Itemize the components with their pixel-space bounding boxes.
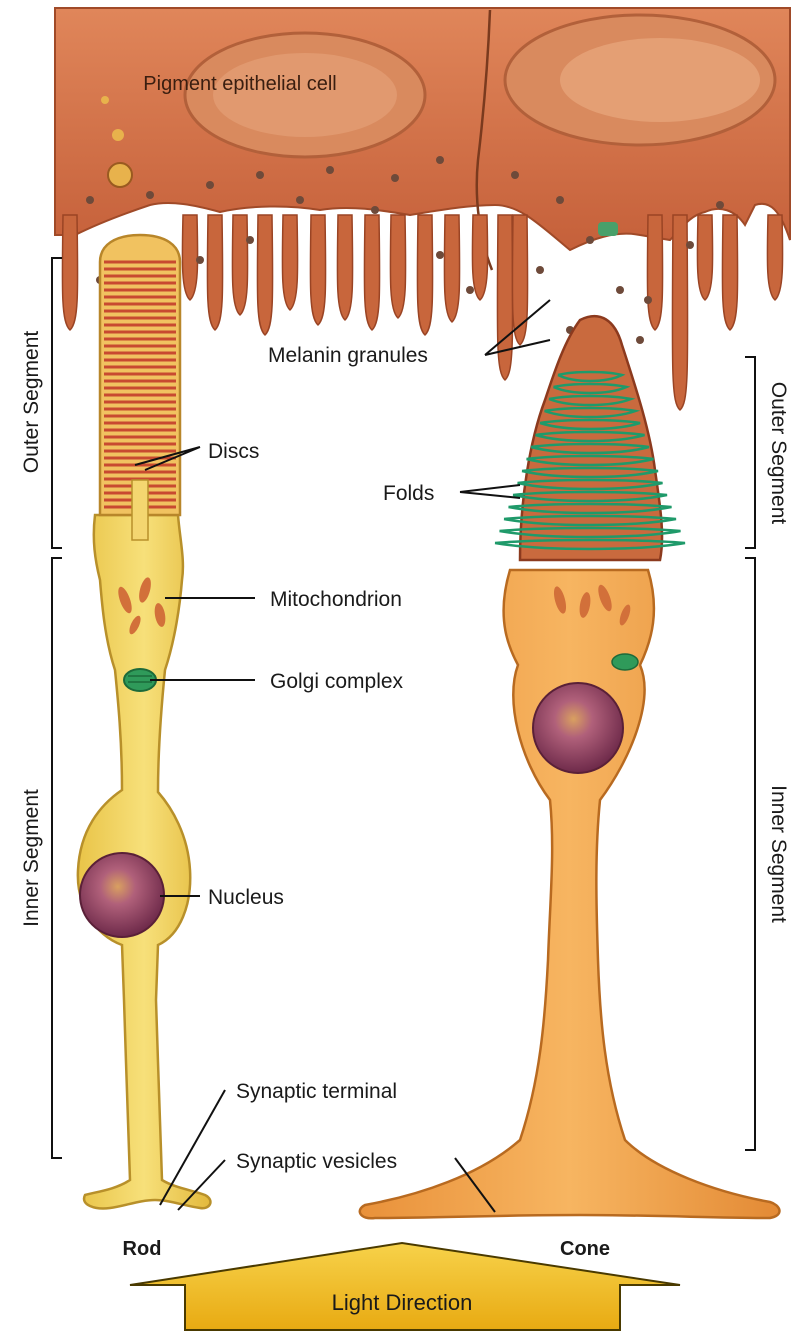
- melanin-granule: [716, 201, 724, 209]
- microvillus: [232, 215, 247, 315]
- melanin-granule: [196, 256, 204, 264]
- microvillus: [417, 215, 432, 335]
- melanin-granule: [616, 286, 624, 294]
- synaptic-terminal-label: Synaptic terminal: [236, 1080, 397, 1103]
- right-inner-segment-label: Inner Segment: [767, 785, 790, 923]
- microvillus: [444, 215, 459, 322]
- leader-lines: [135, 300, 550, 1212]
- melanin-granule: [206, 181, 214, 189]
- microvillus: [62, 215, 77, 330]
- folds-label: Folds: [383, 482, 434, 505]
- microvillus: [672, 215, 687, 410]
- cone-label: Cone: [560, 1238, 610, 1260]
- melanin-granule: [146, 191, 154, 199]
- microvillus: [207, 215, 222, 330]
- microvillus: [767, 215, 782, 300]
- microvillus: [364, 215, 379, 330]
- rod-label: Rod: [123, 1238, 162, 1260]
- microvillus: [472, 215, 487, 300]
- microvillus: [282, 215, 297, 310]
- discs-label: Discs: [208, 440, 259, 463]
- melanin-granule: [644, 296, 652, 304]
- melanin-granule: [556, 196, 564, 204]
- golgi-complex-label: Golgi complex: [270, 670, 404, 693]
- mitochondrion-label: Mitochondrion: [270, 588, 402, 611]
- melanin-granule: [536, 266, 544, 274]
- left-inner-segment-label: Inner Segment: [20, 789, 43, 927]
- melanin-granule: [466, 286, 474, 294]
- left-brackets: [52, 258, 62, 1158]
- melanin-granule: [371, 206, 379, 214]
- melanin-granule: [436, 156, 444, 164]
- microvillus: [390, 215, 405, 318]
- melanin-granule: [686, 241, 694, 249]
- melanin-granule: [511, 171, 519, 179]
- nucleus-label: Nucleus: [208, 886, 284, 909]
- right-outer-segment-label: Outer Segment: [767, 382, 790, 525]
- microvillus: [310, 215, 325, 325]
- melanin-granule: [586, 236, 594, 244]
- right-brackets: [745, 357, 755, 1150]
- microvillus: [697, 215, 712, 300]
- microvillus: [257, 215, 272, 335]
- melanin-granule: [246, 236, 254, 244]
- melanin-granule: [436, 251, 444, 259]
- melanin-granule: [636, 336, 644, 344]
- cone-cell: [360, 316, 780, 1218]
- microvillus: [337, 215, 352, 320]
- microvillus: [497, 215, 512, 380]
- melanin-granule: [391, 174, 399, 182]
- light-direction-label: Light Direction: [332, 1290, 473, 1315]
- microvillus: [722, 215, 737, 330]
- melanin-granules-label: Melanin granules: [268, 344, 428, 367]
- melanin-granule: [326, 166, 334, 174]
- melanin-granule: [86, 196, 94, 204]
- microvillus: [182, 215, 197, 300]
- melanin-granule: [256, 171, 264, 179]
- rod-cell: [78, 235, 211, 1208]
- synaptic-vesicles-label: Synaptic vesicles: [236, 1150, 397, 1173]
- microvillus: [647, 215, 662, 330]
- melanin-granule: [296, 196, 304, 204]
- left-outer-segment-label: Outer Segment: [20, 331, 43, 474]
- pigment-epithelial-cell-label: Pigment epithelial cell: [143, 73, 336, 95]
